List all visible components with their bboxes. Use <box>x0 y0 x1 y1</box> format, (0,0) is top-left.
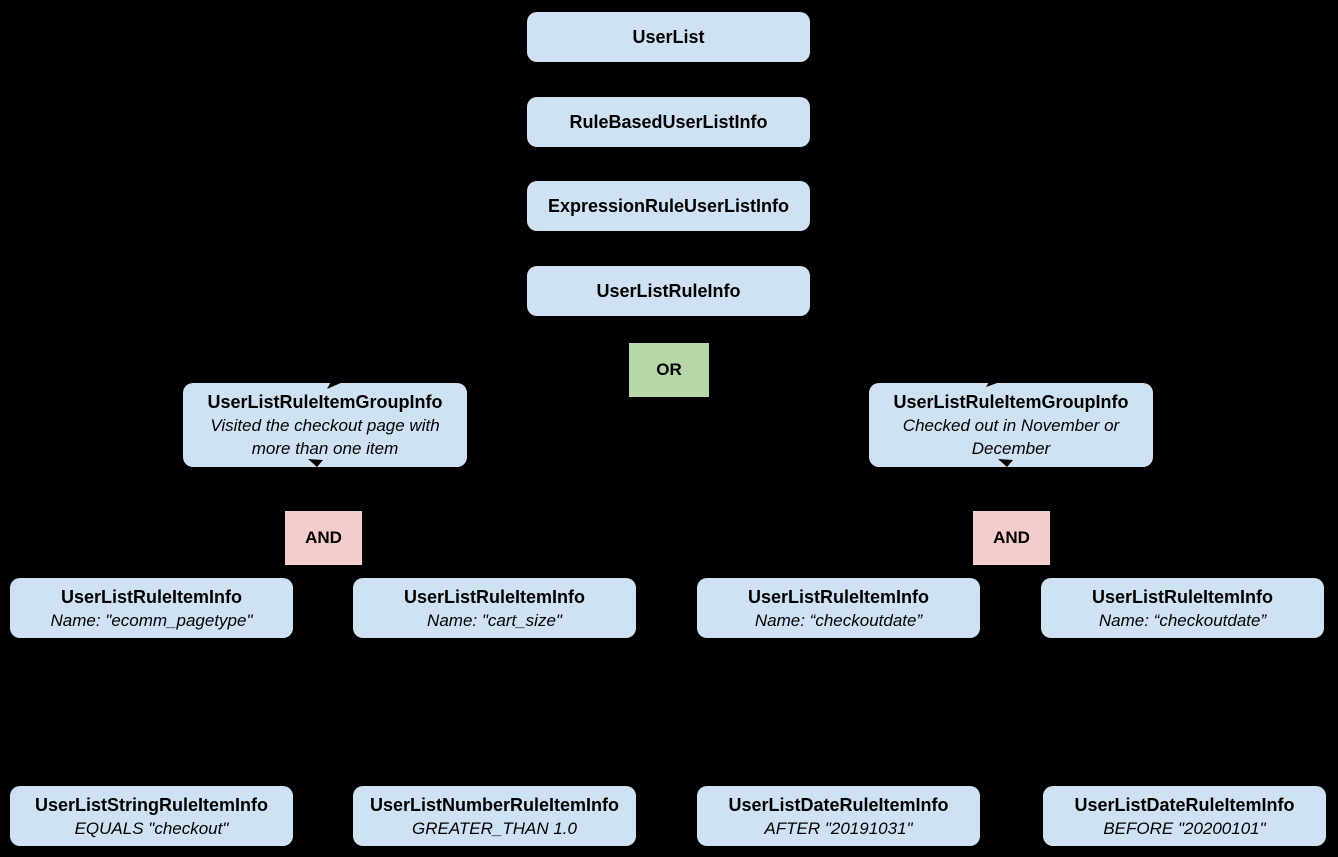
node-title: UserListStringRuleItemInfo <box>34 794 269 815</box>
node-subtitle: Name: "ecomm_pagetype" <box>50 610 253 630</box>
node-title: UserListRuleItemInfo <box>1091 586 1274 607</box>
rule-item-cart-size: UserListRuleItemInfo Name: "cart_size" <box>353 578 636 638</box>
date-rule-item-after-node: UserListDateRuleItemInfo AFTER "20191031… <box>697 786 980 846</box>
or-operator-node: OR <box>629 343 709 397</box>
node-userlist: UserList <box>527 12 810 62</box>
node-title: UserListDateRuleItemInfo <box>728 794 949 815</box>
group-description: Checked out in November or December <box>902 416 1120 458</box>
number-rule-item-node: UserListNumberRuleItemInfo GREATER_THAN … <box>353 786 636 846</box>
rule-item-checkoutdate-1: UserListRuleItemInfo Name: “checkoutdate… <box>697 578 980 638</box>
node-title: UserListRuleItemInfo <box>60 586 243 607</box>
node-rulebaseduserlistinfo: RuleBasedUserListInfo <box>527 97 810 147</box>
node-subtitle: Name: “checkoutdate” <box>1098 610 1267 630</box>
and-operator-right: AND <box>973 511 1050 565</box>
node-userlistruleinfo: UserListRuleInfo <box>527 266 810 316</box>
node-title: ExpressionRuleUserListInfo <box>547 196 790 216</box>
or-operator-label: OR <box>656 360 682 379</box>
node-title: UserListRuleItemInfo <box>403 586 586 607</box>
node-subtitle: Name: "cart_size" <box>427 610 562 630</box>
node-subtitle: AFTER "20191031" <box>764 818 913 838</box>
and-operator-label: AND <box>305 528 342 547</box>
node-title: UserListRuleItemGroupInfo <box>207 392 443 412</box>
node-expressionruleuserlistinfo: ExpressionRuleUserListInfo <box>527 181 810 231</box>
rule-item-checkoutdate-2: UserListRuleItemInfo Name: “checkoutdate… <box>1041 578 1324 638</box>
node-title: UserListDateRuleItemInfo <box>1074 794 1295 815</box>
node-subtitle: BEFORE "20200101" <box>1103 818 1266 838</box>
node-title: RuleBasedUserListInfo <box>569 112 768 132</box>
node-subtitle: EQUALS "checkout" <box>74 818 229 838</box>
and-operator-label: AND <box>993 528 1030 547</box>
rule-item-ecomm-pagetype: UserListRuleItemInfo Name: "ecomm_pagety… <box>10 578 293 638</box>
date-rule-item-before-node: UserListDateRuleItemInfo BEFORE "2020010… <box>1043 786 1326 846</box>
node-subtitle: Name: “checkoutdate” <box>754 610 923 630</box>
node-title: UserListRuleItemGroupInfo <box>893 392 1129 412</box>
node-title: UserListRuleInfo <box>596 281 741 301</box>
rule-item-group-right: UserListRuleItemGroupInfo Checked out in… <box>869 383 1153 467</box>
node-subtitle: GREATER_THAN 1.0 <box>411 818 577 838</box>
and-operator-left: AND <box>285 511 362 565</box>
string-rule-item-node: UserListStringRuleItemInfo EQUALS "check… <box>10 786 293 846</box>
node-title: UserListRuleItemInfo <box>747 586 930 607</box>
group-description: Visited the checkout page with more than… <box>210 416 440 458</box>
node-title: UserList <box>632 27 705 47</box>
node-title: UserListNumberRuleItemInfo <box>369 794 620 815</box>
rule-item-group-left: UserListRuleItemGroupInfo Visited the ch… <box>183 383 467 467</box>
